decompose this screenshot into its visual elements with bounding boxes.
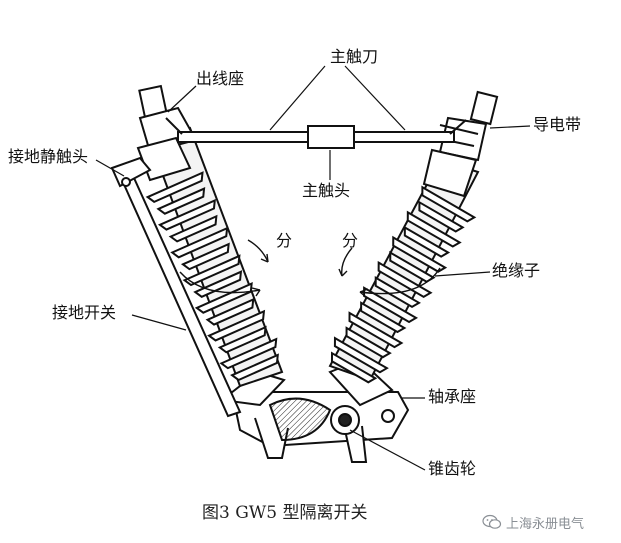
ground-static-contact-label: 接地静触头 — [8, 147, 89, 166]
insulator-shed — [406, 210, 462, 248]
outlet-seat-label: 出线座 — [196, 69, 245, 88]
separate-left-label: 分 — [276, 231, 293, 250]
wechat-icon — [482, 514, 502, 529]
insulator-shed — [205, 297, 255, 326]
right-outlet-seat — [422, 90, 499, 198]
insulator-shed — [333, 336, 389, 374]
insulator-shed — [230, 353, 279, 382]
insulator-shed — [421, 185, 477, 223]
ground-switch-rod — [110, 156, 242, 418]
insulator-shed — [156, 187, 206, 215]
insulator-shed — [418, 200, 465, 233]
bevel-gear-label: 锥齿轮 — [428, 459, 477, 478]
conductive-strip-label: 导电带 — [533, 115, 582, 134]
insulator-shed — [219, 337, 278, 370]
insulator-shed — [193, 270, 243, 298]
insulator-shed — [168, 214, 218, 243]
main-contact-shape — [307, 125, 355, 149]
leader-lines — [95, 65, 531, 471]
insulator-shed — [145, 171, 204, 204]
insulator-shed — [348, 311, 404, 349]
watermark: 上海永册电气 — [482, 511, 584, 533]
insulator-shed — [330, 351, 378, 384]
main-contact-label: 主触头 — [302, 181, 351, 200]
right-insulator — [328, 158, 480, 384]
insulator-label: 绝缘子 — [492, 261, 541, 280]
insulator-shed — [377, 260, 433, 298]
insulator-shed — [170, 226, 229, 259]
insulator-shed — [403, 225, 451, 258]
main-blade — [165, 117, 467, 149]
insulator-shed — [217, 325, 267, 354]
main-blade-label: 主触刀 — [330, 47, 379, 66]
rotation-arrows — [179, 239, 441, 298]
left-outlet-seat — [136, 84, 198, 182]
insulator-shed — [157, 198, 216, 231]
insulator-shed — [182, 254, 241, 287]
insulator-shed — [180, 242, 230, 271]
watermark-text: 上海永册电气 — [506, 516, 585, 532]
insulator-shed — [360, 301, 407, 334]
ground-switch-label: 接地开关 — [52, 303, 117, 322]
bearing-seat-label: 轴承座 — [428, 387, 477, 406]
separate-right-label: 分 — [342, 231, 359, 250]
insulator-shed — [207, 309, 266, 342]
insulator-shed — [345, 326, 392, 359]
figure-caption: 图3 GW5 型隔离开关 — [202, 503, 368, 523]
